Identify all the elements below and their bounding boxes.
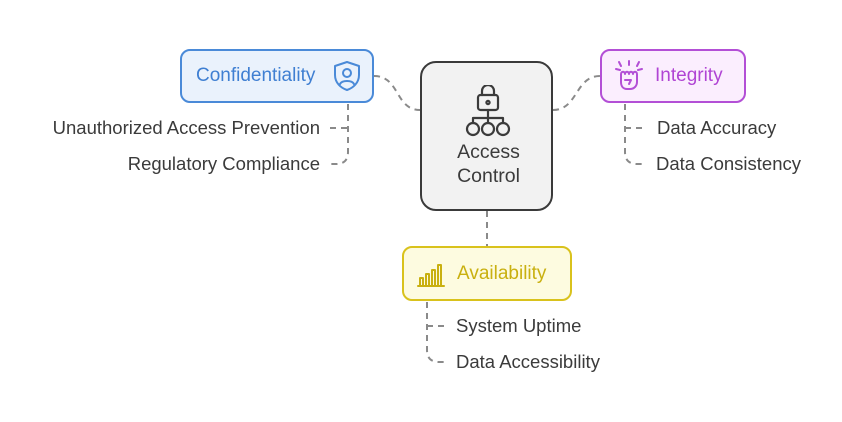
item-system-uptime: System Uptime xyxy=(456,315,582,336)
item-unauthorized-access-prevention: Unauthorized Access Prevention xyxy=(52,117,320,138)
center-title-line1: Access xyxy=(457,141,520,163)
node-availability-title: Availability xyxy=(457,263,547,284)
node-integrity: Integrity xyxy=(600,49,746,103)
lock-hierarchy-icon xyxy=(465,85,511,137)
connector-center-integrity xyxy=(552,75,601,111)
item-data-consistency: Data Consistency xyxy=(656,153,801,174)
bar-chart-icon xyxy=(417,264,445,287)
connector-integrity-item2 xyxy=(624,104,643,165)
shield-user-icon xyxy=(334,61,360,91)
connector-confidentiality-item2 xyxy=(330,104,349,165)
node-confidentiality: Confidentiality xyxy=(180,49,374,103)
connector-availability-item2 xyxy=(426,302,445,363)
center-node-access-control: Access Control xyxy=(420,61,553,211)
center-title-line2: Control xyxy=(457,165,520,187)
node-confidentiality-title: Confidentiality xyxy=(196,65,316,86)
connector-center-confidentiality xyxy=(373,75,421,111)
item-regulatory-compliance: Regulatory Compliance xyxy=(127,153,320,174)
node-availability: Availability xyxy=(402,246,572,301)
item-data-accessibility: Data Accessibility xyxy=(456,351,600,372)
item-data-accuracy: Data Accuracy xyxy=(657,117,777,138)
fist-icon xyxy=(615,60,643,90)
node-integrity-title: Integrity xyxy=(655,65,723,86)
